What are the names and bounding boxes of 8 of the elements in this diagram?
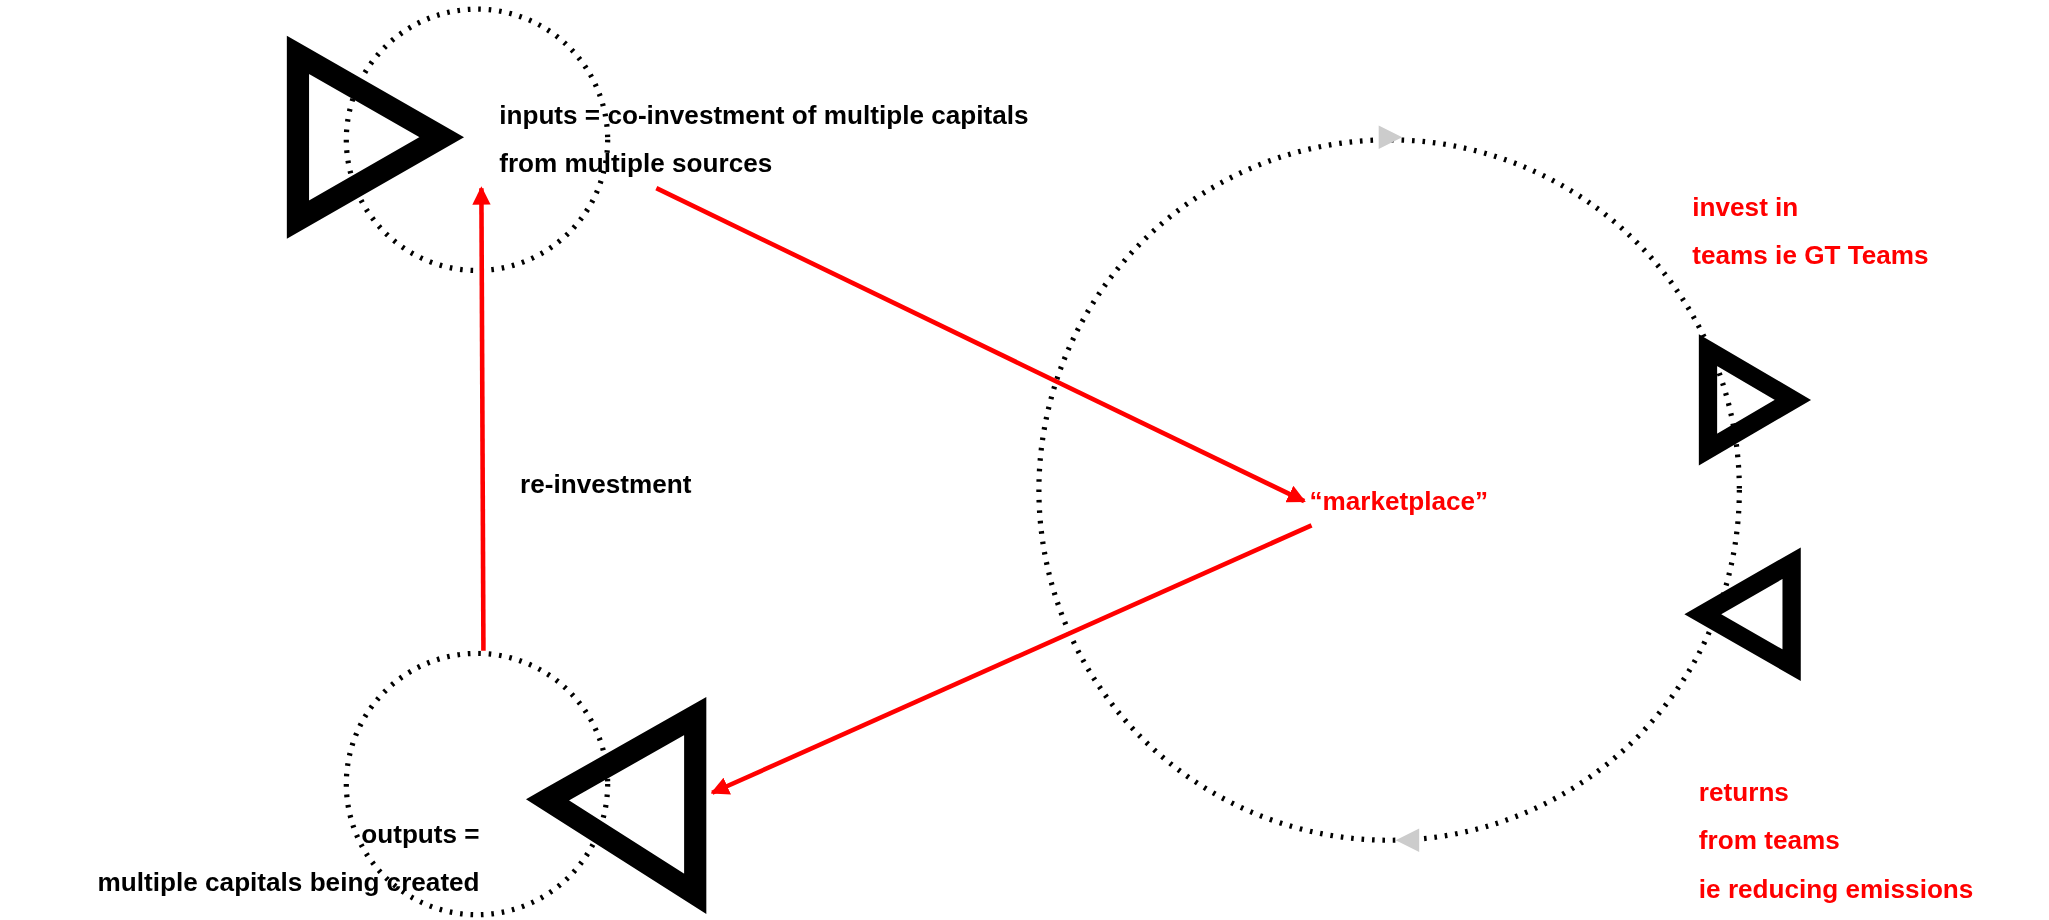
text-label: inputs = co-investment of multiple capitals from multiple sources: [473, 91, 1029, 189]
annotation-text: returns from teams ie reducing emissions: [1698, 776, 1974, 905]
arrow: [710, 523, 1313, 795]
annotation-text: invest in teams ie GT Teams: [1692, 191, 1929, 272]
text-label: “marketplace”: [1304, 477, 1489, 526]
arrow: [472, 186, 491, 651]
arrow: [655, 186, 1306, 504]
text-label: outputs = multiple capitals being created: [97, 818, 480, 899]
